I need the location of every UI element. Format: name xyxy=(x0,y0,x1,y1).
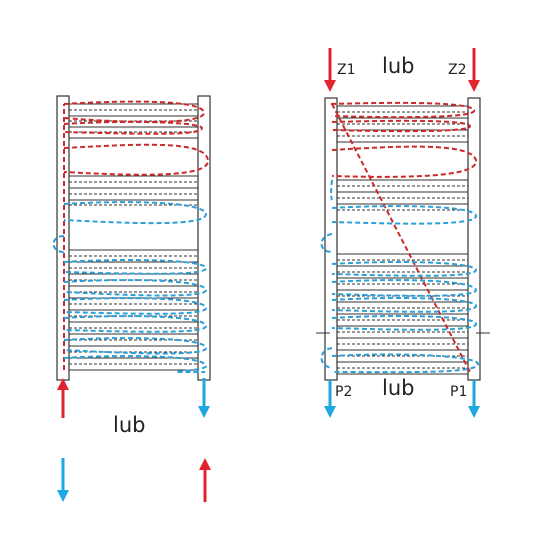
z2-label: Z2 xyxy=(448,62,467,78)
right-radiator-hot-flow xyxy=(330,101,478,373)
right-radiator-right-rail xyxy=(467,97,481,381)
right-radiator: Z1 lub Z2 P2 lub P1 xyxy=(316,48,490,418)
p2-label: P2 xyxy=(335,384,352,400)
p1-label: P1 xyxy=(450,384,467,400)
right-lub-bottom-label: lub xyxy=(382,376,414,400)
left-lub-label: lub xyxy=(113,413,145,437)
left-radiator-right-rail xyxy=(197,95,211,381)
left-radiator: lub xyxy=(52,95,211,502)
z1-label: Z1 xyxy=(337,62,356,78)
left-radiator-cold-flow xyxy=(52,201,208,373)
right-lub-top-label: lub xyxy=(382,54,414,78)
right-radiator-cold-flow xyxy=(320,179,480,374)
right-radiator-left-rail xyxy=(324,97,338,381)
left-radiator-bars xyxy=(69,103,198,371)
